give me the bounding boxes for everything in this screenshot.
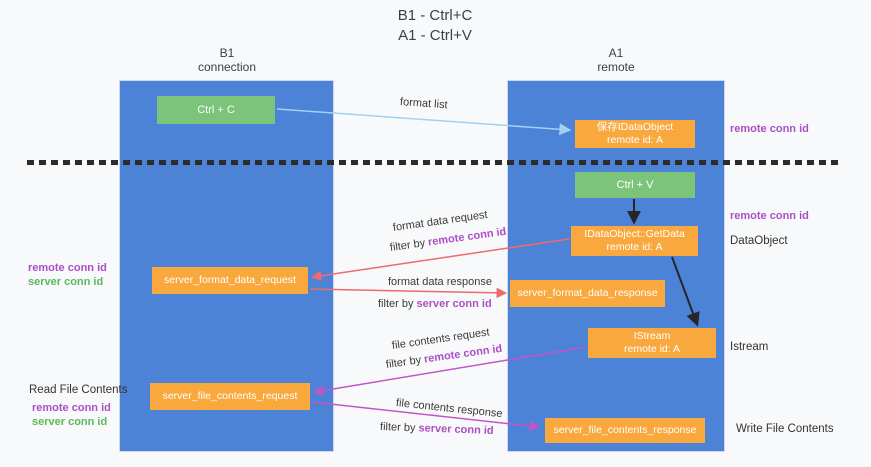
server-format-data-request-label: server_format_data_request <box>164 274 296 286</box>
server-file-contents-response-box: server_file_contents_response <box>545 418 705 443</box>
remote-conn-id-text: remote conn id <box>427 225 508 249</box>
phase-separator-dashed-line <box>27 160 838 165</box>
save-idataobject-line1: 保存IDataObject <box>596 121 674 133</box>
filter-by-text: filter by <box>389 237 426 254</box>
server-file-contents-request-box: server_file_contents_request <box>150 383 310 410</box>
server-file-contents-response-label: server_file_contents_response <box>553 424 697 436</box>
lane-header-b1: B1 connection <box>152 46 302 74</box>
lane-a1-title: A1 <box>608 46 624 60</box>
istream-side-label: Istream <box>730 341 769 353</box>
dataobject-label: DataObject <box>730 235 788 247</box>
server-format-data-request-box: server_format_data_request <box>152 267 308 294</box>
write-file-contents-label: Write File Contents <box>736 423 834 435</box>
lane-b1-subtitle: connection <box>197 60 257 74</box>
remote-conn-id-text: remote conn id <box>423 342 504 366</box>
ctrl-c-box: Ctrl + C <box>157 96 275 124</box>
lane-header-a1: A1 remote <box>541 46 691 74</box>
format-list-label: format list <box>399 96 448 112</box>
left-remote-conn-id-top-label: remote conn id <box>28 262 107 274</box>
left-server-conn-id-bottom-label: server conn id <box>32 416 108 428</box>
filter-by-text: filter by <box>385 354 422 371</box>
left-remote-conn-id-bottom-label: remote conn id <box>32 402 111 414</box>
istream-box: IStream remote id: A <box>588 328 716 358</box>
lane-a1-subtitle: remote <box>597 60 635 74</box>
arrow-format-data-response <box>309 287 508 299</box>
diagram-title: B1 - Ctrl+C A1 - Ctrl+V <box>330 6 540 46</box>
title-line-2: A1 - Ctrl+V <box>398 27 472 44</box>
server-format-data-response-label: server_format_data_response <box>517 287 658 299</box>
read-file-contents-label: Read File Contents <box>29 384 128 396</box>
filter-by-text: filter by <box>378 298 414 310</box>
format-data-response-label: format data response <box>388 276 492 288</box>
right-remote-conn-id-mid-label: remote conn id <box>730 210 809 222</box>
idataobject-getdata-box: IDataObject::GetData remote id: A <box>571 226 698 256</box>
server-conn-id-text: server conn id <box>418 422 494 437</box>
ctrl-v-box: Ctrl + V <box>575 172 695 198</box>
left-server-conn-id-top-label: server conn id <box>28 276 104 288</box>
server-file-contents-request-label: server_file_contents_request <box>162 390 298 402</box>
server-format-data-response-box: server_format_data_response <box>510 280 665 307</box>
istream-line2: remote id: A <box>623 343 681 355</box>
lane-b1-title: B1 <box>219 46 235 60</box>
save-idataobject-box: 保存IDataObject remote id: A <box>575 120 695 148</box>
right-remote-conn-id-top-label: remote conn id <box>730 123 809 135</box>
title-line-1: B1 - Ctrl+C <box>397 7 473 24</box>
idataobject-getdata-line2: remote id: A <box>606 241 663 253</box>
ctrl-v-label: Ctrl + V <box>616 179 654 191</box>
ctrl-c-label: Ctrl + C <box>197 104 235 116</box>
save-idataobject-line2: remote id: A <box>606 134 664 146</box>
istream-line1: IStream <box>633 330 671 342</box>
file-contents-response-label: file contents response <box>395 397 504 421</box>
server-conn-id-text: server conn id <box>416 298 492 310</box>
filter-by-text: filter by <box>379 421 416 435</box>
idataobject-getdata-line1: IDataObject::GetData <box>584 228 685 240</box>
